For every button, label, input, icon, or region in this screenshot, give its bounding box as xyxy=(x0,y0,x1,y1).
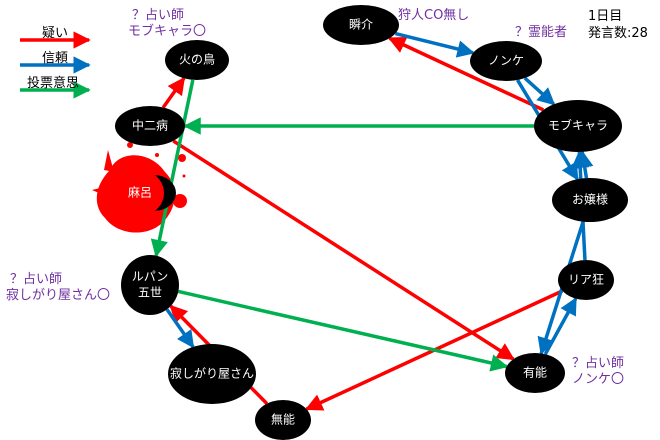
node-label: 麻呂 xyxy=(128,185,152,200)
node-ellipse xyxy=(323,5,399,45)
node-label: 五世 xyxy=(138,286,162,300)
annotation-line: ？占い師 xyxy=(132,8,185,23)
edge-trust-nonke-mob xyxy=(523,76,556,106)
annotation-line: モブキャラ〇 xyxy=(128,24,207,39)
node-label: 寂しがり屋さん xyxy=(170,366,254,381)
node-nonke: ノンケ xyxy=(470,41,542,81)
node-shunsuke: 瞬介 xyxy=(323,5,399,45)
legend-trust-label: 信頼 xyxy=(42,51,69,66)
node-mob: モブキャラ xyxy=(534,100,622,152)
node-yuno: 有能 xyxy=(505,353,565,393)
remark-count: 発言数:28 xyxy=(588,26,648,41)
node-ellipse xyxy=(558,260,614,300)
annotation-line: ノンケ〇 xyxy=(572,372,625,387)
node-label: 有能 xyxy=(523,366,547,380)
node-sabishi: 寂しがり屋さん xyxy=(168,344,256,404)
node-ellipse xyxy=(552,178,628,222)
node-hinotori: 火の鳥 xyxy=(165,40,229,80)
node-chuni: 中二病 xyxy=(115,106,185,146)
node-ellipse xyxy=(115,106,185,146)
edge-doubt-chuni-hinotori xyxy=(161,76,186,109)
annotation-shunsuke: 狩人CO無し xyxy=(398,8,470,23)
node-label: ノンケ xyxy=(488,54,524,68)
annotation-nonke: ？霊能者 xyxy=(515,25,568,40)
node-label: ルパン xyxy=(132,270,169,284)
annotation-lupin: ？占い師 寂しがり屋さん〇 xyxy=(6,272,110,304)
node-label: 中二病 xyxy=(132,118,168,133)
legend-doubt-label: 疑い xyxy=(42,26,69,41)
edge-trust-yuno-riakyo xyxy=(543,297,578,356)
node-ellipse xyxy=(168,344,256,404)
node-label: モブキャラ xyxy=(548,118,608,133)
day-status: 1日目 発言数:28 xyxy=(588,8,648,42)
day-label: 1日目 xyxy=(588,9,623,24)
edge-vote-lupin-yuno xyxy=(177,289,509,372)
node-ellipse xyxy=(255,400,311,440)
node-ellipse xyxy=(121,255,179,315)
node-ellipse xyxy=(470,41,542,81)
node-riakyo: リア狂 xyxy=(558,260,614,300)
edge-doubt-chuni-yuno xyxy=(172,139,515,361)
node-ellipse xyxy=(534,100,622,152)
node-ojou: お嬢様 xyxy=(552,178,628,222)
node-label: お嬢様 xyxy=(572,193,608,207)
node-ellipse xyxy=(165,40,229,80)
edge-trust-ojou-mob xyxy=(576,150,594,179)
node-muno: 無能 xyxy=(255,400,311,440)
node-label: 無能 xyxy=(271,412,295,427)
edge-trust-lupin-sabishi xyxy=(165,308,195,349)
node-label: 火の鳥 xyxy=(179,52,215,67)
annotation-yuno: ？占い師 ノンケ〇 xyxy=(572,356,624,388)
annotation-line: ？占い師 xyxy=(10,272,63,287)
node-label: 瞬介 xyxy=(349,18,373,32)
edge-doubt-mob-shunsuke xyxy=(387,36,545,112)
node-ellipse xyxy=(505,353,565,393)
edge-trust-shunsuke-nonke xyxy=(394,31,475,58)
annotation-line: ？占い師 xyxy=(572,356,625,371)
node-label: リア狂 xyxy=(568,273,604,287)
annotation-line: 寂しがり屋さん〇 xyxy=(6,288,111,303)
annotation-hinotori: ？占い師 モブキャラ〇 xyxy=(128,8,206,40)
blood-overlay xyxy=(120,171,164,215)
edge-vote-hinotori-lupin xyxy=(150,79,195,258)
node-maro: 麻呂 xyxy=(120,171,176,215)
legend-vote-label: 投票意思 xyxy=(27,76,80,91)
